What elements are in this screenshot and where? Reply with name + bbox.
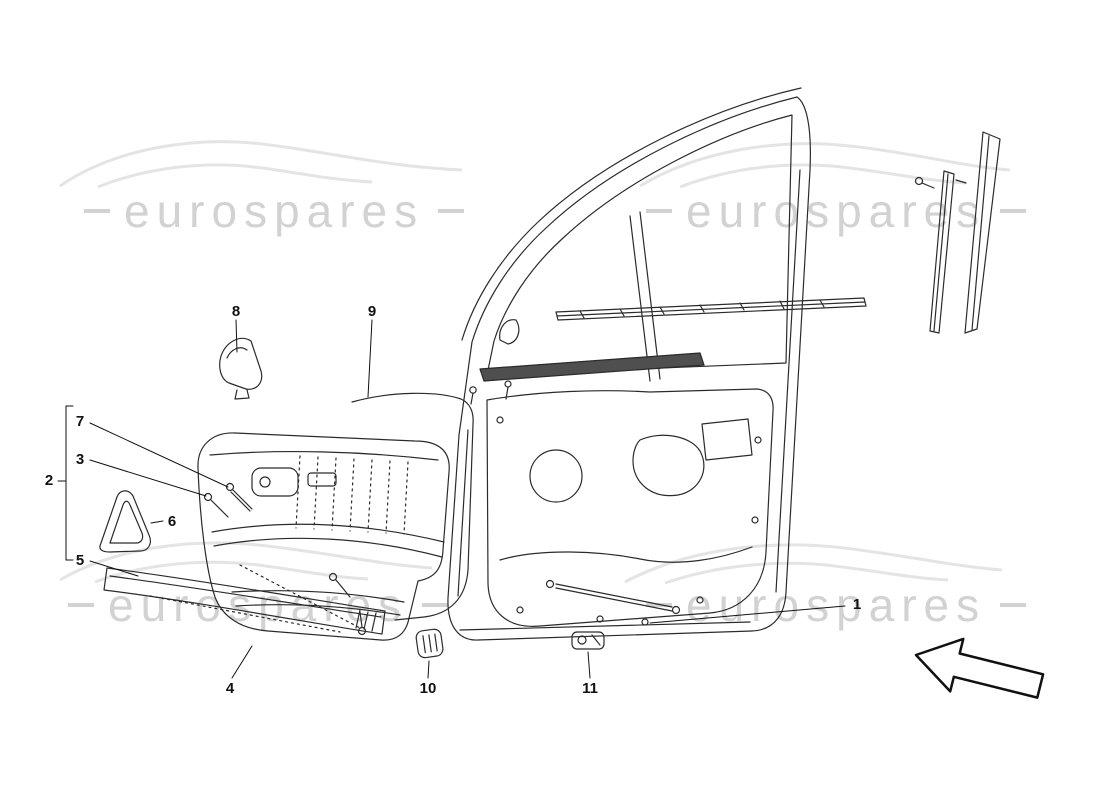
watermark-dash [422, 603, 449, 607]
part-label-7: 7 [75, 413, 85, 430]
part-label-5: 5 [75, 552, 85, 569]
watermark-dash [84, 209, 110, 213]
watermark-text: eurospares [124, 185, 425, 237]
watermark-eurospares-top-right: eurospares [646, 185, 1027, 237]
latch-striker [571, 631, 605, 650]
watermark-dash [68, 603, 94, 607]
direction-arrow-icon [914, 637, 1045, 699]
part-label-2: 2 [44, 472, 54, 489]
part-label-8: 8 [231, 303, 241, 320]
tweeter-triangle-trim [99, 490, 152, 553]
part-label-4: 4 [225, 680, 235, 697]
watermark-dash [438, 209, 465, 213]
part-label-3: 3 [75, 451, 85, 468]
leader-lines [57, 319, 846, 679]
door-inner-panel [486, 388, 774, 627]
lower-trim-strip [103, 567, 386, 635]
door-trim-panel [197, 432, 450, 641]
watermark-eurospares-top-left: eurospares [84, 185, 465, 237]
watermark-dash [646, 209, 672, 213]
door-stay-rods [545, 579, 681, 626]
watermark-text: eurospares [686, 579, 987, 631]
watermark-dash [1000, 209, 1027, 213]
watermark-dash [1000, 603, 1027, 607]
watershield-sheet [351, 392, 474, 621]
window-channel-trims [914, 131, 1001, 334]
watermark-car-silhouettes [59, 140, 1011, 585]
part-label-6: 6 [167, 513, 177, 530]
vent-grille [415, 628, 444, 659]
door-shell [447, 87, 811, 641]
part-label-11: 11 [582, 680, 598, 697]
watermark-text: eurospares [686, 185, 987, 237]
window-belt-trims [469, 297, 867, 405]
part-label-10: 10 [419, 680, 437, 697]
part-label-1: 1 [852, 596, 862, 613]
part-label-9: 9 [367, 303, 377, 320]
mirror-triangle-cover [219, 337, 263, 400]
